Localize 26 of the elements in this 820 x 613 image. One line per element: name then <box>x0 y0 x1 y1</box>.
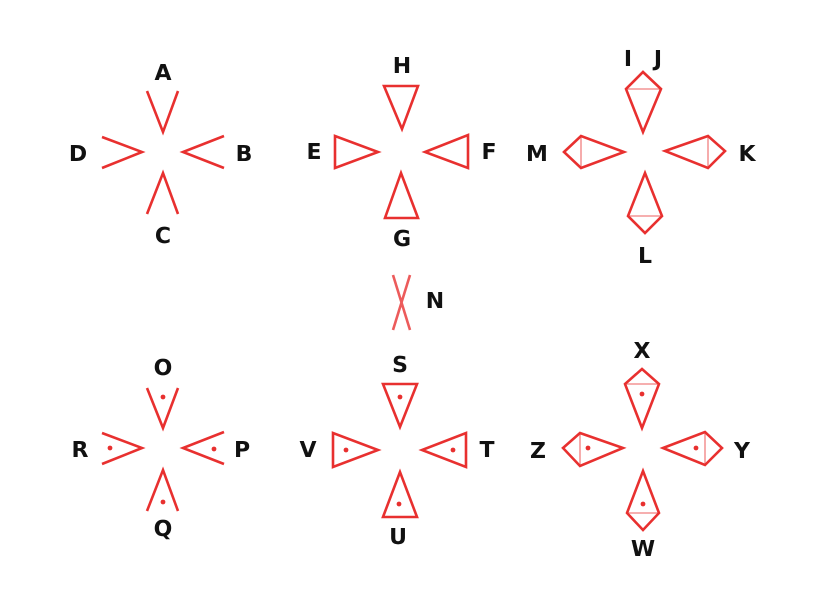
letter-label: D <box>68 144 88 166</box>
letter-label: O <box>154 358 172 380</box>
letter-label: A <box>154 63 172 85</box>
letter-label: P <box>234 440 250 462</box>
letter-label: G <box>392 229 412 251</box>
letter-label: F <box>481 142 497 164</box>
letter-label: M <box>526 144 548 166</box>
letter-label: E <box>306 142 322 164</box>
letter-label: U <box>389 527 407 549</box>
letter-label: T <box>480 440 494 462</box>
letter-label: X <box>634 341 650 363</box>
letter-label: J <box>654 49 662 71</box>
letter-label: N <box>426 291 444 313</box>
letter-label: I <box>624 49 632 71</box>
letter-label: C <box>154 226 172 248</box>
letter-label: Q <box>154 519 172 541</box>
letter-label: S <box>392 355 408 377</box>
letter-label: L <box>638 246 652 268</box>
letter-label: Z <box>530 441 546 463</box>
letter-label: W <box>630 539 656 561</box>
letter-label: Y <box>734 441 750 463</box>
letter-label: H <box>392 56 412 78</box>
letter-label: V <box>299 440 317 462</box>
letter-label: B <box>236 144 252 166</box>
letter-label: R <box>72 440 88 462</box>
letter-label: K <box>738 144 756 166</box>
